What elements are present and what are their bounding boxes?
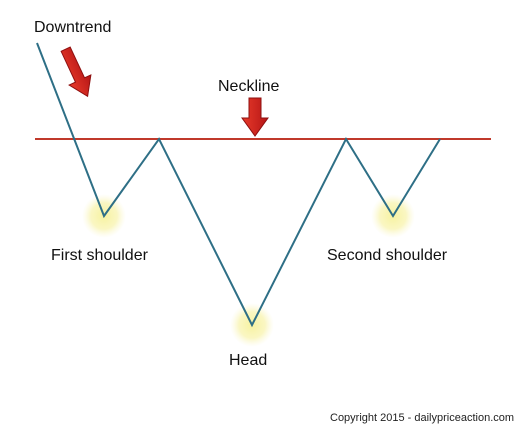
downtrend-arrow-icon bbox=[60, 46, 92, 98]
downtrend-label: Downtrend bbox=[34, 19, 111, 36]
price-line bbox=[36, 42, 441, 328]
second-shoulder-label: Second shoulder bbox=[327, 247, 448, 264]
first-shoulder-label: First shoulder bbox=[51, 247, 149, 264]
copyright-text: Copyright 2015 - dailypriceaction.com bbox=[330, 412, 514, 424]
neckline-label: Neckline bbox=[218, 78, 279, 95]
head-label: Head bbox=[229, 352, 267, 369]
neckline-arrow-icon bbox=[241, 97, 269, 137]
